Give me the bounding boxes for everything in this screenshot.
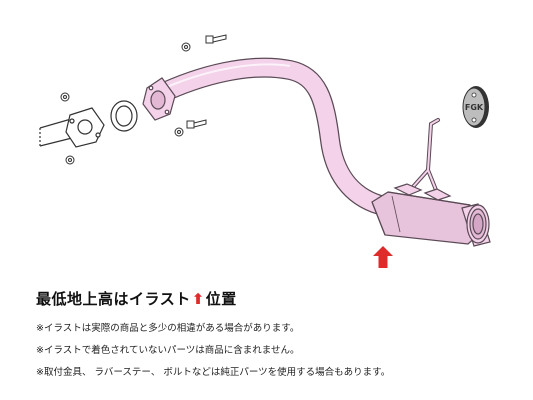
red-up-arrow-icon: ⬆ <box>191 290 205 308</box>
badge-logo-text: FGK <box>465 103 484 112</box>
main-pipe <box>153 57 384 215</box>
bolt-icon <box>205 34 227 44</box>
headline-text-before: 最低地上高はイラスト <box>36 290 191 308</box>
pipe-flange <box>142 77 176 121</box>
tail-tip <box>461 203 491 247</box>
headline: 最低地上高はイラスト⬆位置 <box>36 288 237 309</box>
nut-icons <box>60 42 191 165</box>
muffler <box>371 183 479 245</box>
exhaust-system-illustration: FGK <box>39 34 491 268</box>
note-3: ※取付金具、 ラバーステー、 ボルトなどは純正パーツを使用する場合もあります。 <box>36 367 391 378</box>
headline-text-after: 位置 <box>205 290 237 308</box>
hanger-rods <box>410 118 440 192</box>
rubber-hanger: FGK <box>462 86 489 128</box>
front-flange <box>65 107 105 148</box>
bolt-icons <box>186 34 227 129</box>
note-2: ※イラストで着色されていないパーツは商品に含まれません。 <box>36 345 300 356</box>
gasket-ring <box>110 100 138 132</box>
bolt-icon <box>186 119 207 129</box>
ground-clearance-arrow-icon <box>373 246 393 268</box>
note-1: ※イラストは実際の商品と多少の相違がある場合があります。 <box>36 323 300 334</box>
